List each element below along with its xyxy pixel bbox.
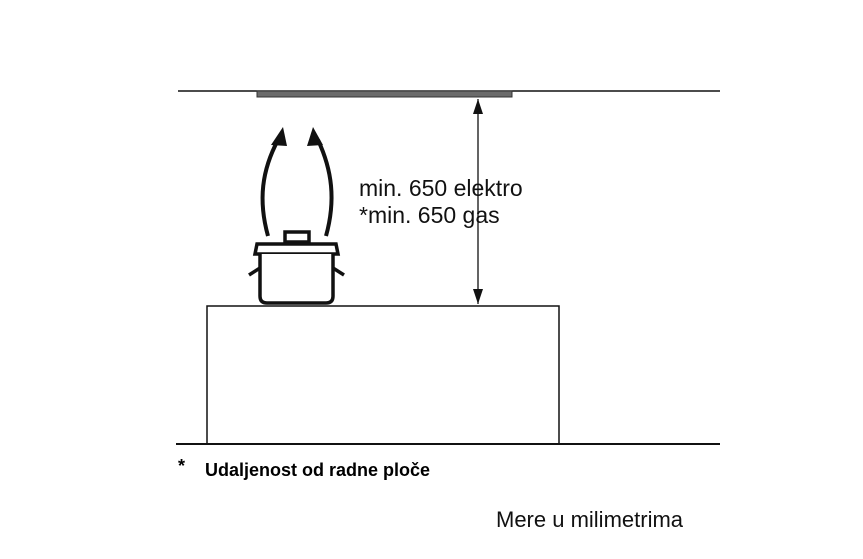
cooking-pot	[248, 230, 345, 305]
dimension-arrow-bottom	[473, 289, 483, 304]
dimension-label-gas: *min. 650 gas	[359, 202, 500, 228]
steam-arrowhead-right	[307, 127, 323, 146]
steam-arrowhead-left	[271, 127, 287, 146]
worktop-cabinet	[206, 305, 560, 445]
dimension-arrow-top	[473, 99, 483, 114]
hood-panel	[256, 90, 513, 98]
footnote-text: Udaljenost od radne ploče	[205, 460, 431, 480]
units-note: Mere u milimetrima	[496, 507, 684, 532]
steam-arrow-right	[316, 139, 334, 237]
steam-arrow-left	[260, 139, 280, 237]
dimension-label-electric: min. 650 elektro	[359, 175, 523, 201]
footnote-marker: *	[178, 456, 186, 476]
